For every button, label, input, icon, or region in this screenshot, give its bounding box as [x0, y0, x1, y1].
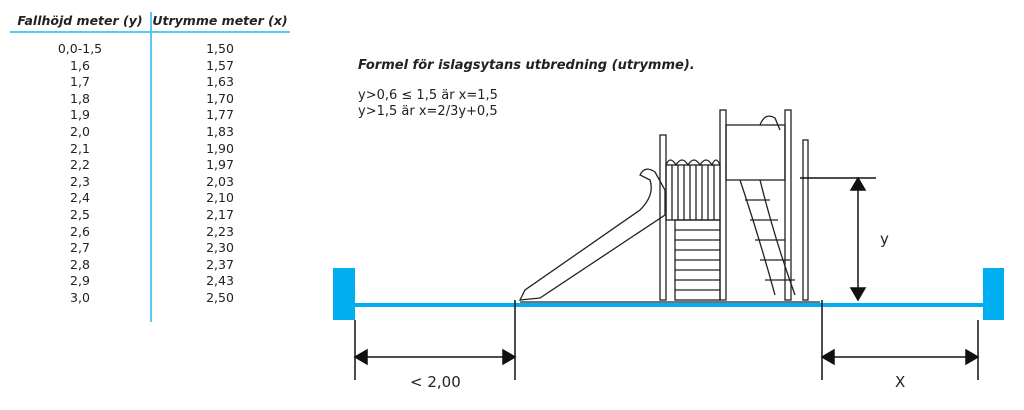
- space-value: 2,03: [206, 173, 234, 189]
- header-fall-height: Fallhöjd meter (y): [17, 13, 143, 28]
- fall-height-value: 2,0: [70, 124, 90, 139]
- space-value: 2,23: [206, 223, 234, 239]
- playground-structure: [518, 109, 820, 303]
- table-row: 2,1 1,90: [10, 141, 290, 157]
- fall-height-value: 1,9: [70, 107, 90, 123]
- fall-height-value: 0,0-1,5: [57, 41, 103, 56]
- space-value: 1,83: [206, 124, 234, 139]
- table-row: 1,6 1,57: [10, 58, 290, 74]
- left-dimension: [353, 300, 517, 380]
- fall-height-value: 1,8: [70, 90, 90, 106]
- table-row: 2,3 2,03: [10, 174, 290, 190]
- right-post: [983, 268, 1004, 320]
- table-row: 2,5 2,17: [10, 207, 290, 223]
- table-row: 1,9 1,77: [10, 107, 290, 123]
- space-value: 2,37: [206, 256, 234, 272]
- formula-line: y>1,5 är x=2/3y+0,5: [358, 104, 498, 119]
- table-row: 1,7 1,63: [10, 74, 290, 90]
- fall-height-value: 2,9: [70, 273, 90, 289]
- left-post: [333, 268, 355, 320]
- fall-height-value: 3,0: [70, 290, 90, 305]
- formula-line: y>0,6 ≤ 1,5 är x=1,5: [358, 88, 498, 103]
- column-divider: [150, 12, 152, 322]
- space-value: 2,30: [206, 240, 234, 256]
- table-row: 3,0 2,50: [10, 290, 290, 306]
- space-value: 1,77: [206, 107, 234, 123]
- fall-height-value: 2,3: [70, 173, 90, 189]
- table-row: 2,6 2,23: [10, 224, 290, 240]
- space-value: 1,90: [206, 140, 234, 156]
- space-value: 2,50: [206, 290, 234, 305]
- space-value: 2,10: [206, 190, 234, 206]
- table-row: 0,0-1,5 1,50: [10, 41, 290, 57]
- fall-height-value: 1,6: [70, 57, 90, 73]
- fall-height-value: 2,2: [70, 157, 90, 173]
- fall-height-value: 2,6: [70, 223, 90, 239]
- table-row: 1,8 1,70: [10, 91, 290, 107]
- space-value: 1,70: [206, 90, 234, 106]
- height-dimension: [800, 176, 876, 302]
- space-x-label: X: [895, 373, 906, 391]
- fall-height-value: 1,7: [70, 74, 90, 90]
- formula-title: Formel för islagsytans utbredning (utrym…: [358, 58, 695, 73]
- fall-height-value: 2,7: [70, 240, 90, 256]
- space-value: 1,57: [206, 57, 234, 73]
- table-row: 2,0 1,83: [10, 124, 290, 140]
- right-dimension: [820, 300, 980, 380]
- table-row: 2,9 2,43: [10, 273, 290, 289]
- table-row: 2,2 1,97: [10, 157, 290, 173]
- table-row: 2,8 2,37: [10, 257, 290, 273]
- space-value: 2,17: [206, 207, 234, 222]
- ground-line: [350, 303, 985, 307]
- fall-height-value: 2,5: [70, 207, 90, 222]
- fall-height-value: 2,8: [70, 256, 90, 272]
- space-value: 1,50: [206, 41, 234, 56]
- minimum-distance-label: < 2,00: [410, 373, 461, 391]
- fall-height-value: 2,1: [70, 140, 90, 156]
- space-value: 2,43: [206, 273, 234, 289]
- space-value: 1,97: [206, 157, 234, 173]
- height-y-label: y: [880, 230, 889, 248]
- header-space: Utrymme meter (x): [152, 13, 288, 28]
- table-row: 2,4 2,10: [10, 190, 290, 206]
- table-row: 2,7 2,30: [10, 240, 290, 256]
- space-value: 1,63: [206, 74, 234, 90]
- fall-height-value: 2,4: [70, 190, 90, 206]
